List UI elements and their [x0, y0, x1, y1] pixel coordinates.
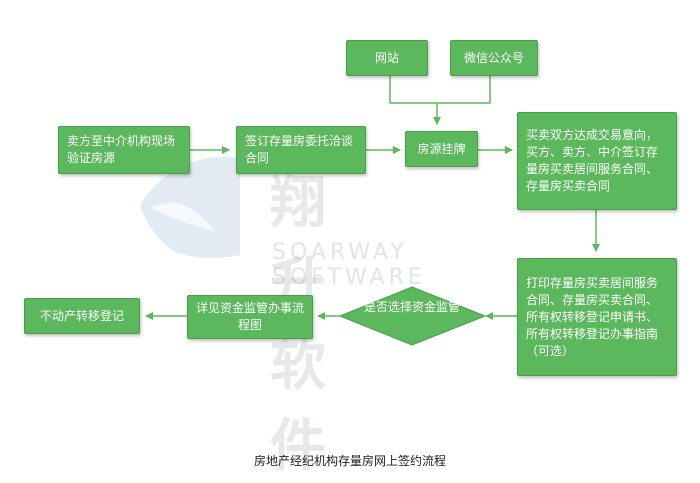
node-wechat: 微信公众号	[450, 40, 538, 76]
node-listing: 房源挂牌	[405, 131, 478, 167]
diagram-caption: 房地产经纪机构存量房网上签约流程	[253, 454, 446, 468]
node-transfer-registration: 不动产转移登记	[24, 298, 140, 334]
node-decision-label: 是否选择资金监管	[363, 300, 460, 314]
arrow-wechat-listing	[437, 76, 491, 104]
decision-diamond	[338, 286, 487, 346]
node-seller-verify: 卖方至中介机构现场验证房源	[58, 126, 190, 174]
node-print-contracts: 打印存量房买卖居间服务合同、存量房买卖合同、所有权转移登记申请书、所有权转移登记…	[517, 258, 677, 376]
arrow-website-listing	[389, 76, 437, 104]
node-agreement: 买卖双方达成交易意向，买方、卖方、中介签订存量房买卖居间服务合同、存量房买卖合同	[517, 112, 677, 210]
node-sign-commission: 签订存量房委托洽谈合同	[236, 126, 366, 174]
node-fund-supervision: 详见资金监管办事流程图	[187, 295, 313, 339]
node-website: 网站	[346, 40, 428, 76]
